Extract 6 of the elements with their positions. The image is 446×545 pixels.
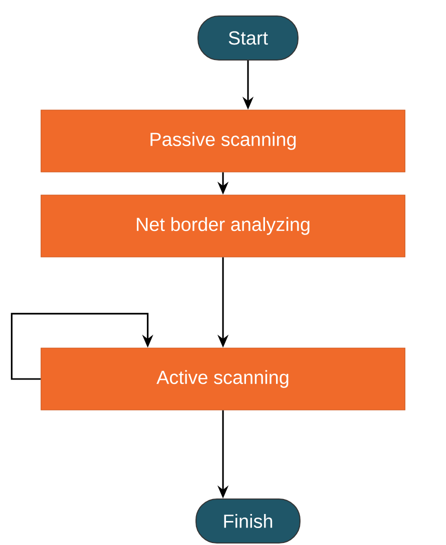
process-box: Net border analyzing <box>40 194 406 258</box>
process-box: Passive scanning <box>40 110 406 172</box>
arrow <box>10 312 154 380</box>
terminal-pill: Start <box>198 16 298 60</box>
process-box: Active scanning <box>40 348 406 410</box>
terminal-pill: Finish <box>196 498 300 544</box>
